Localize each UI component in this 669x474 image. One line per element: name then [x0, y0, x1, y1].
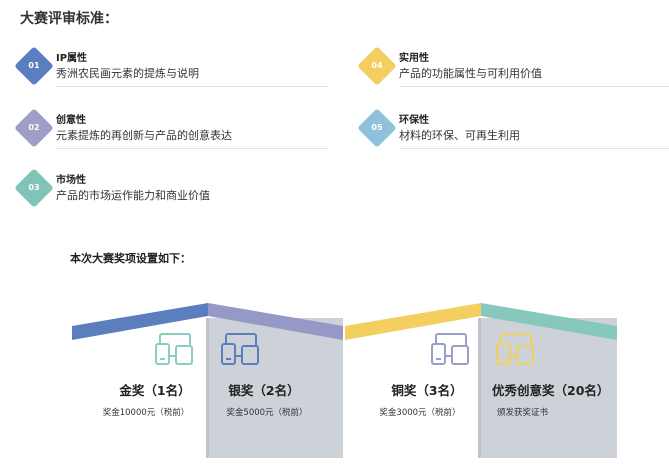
- criterion-title: 实用性: [399, 53, 429, 64]
- criterion-number: 03: [28, 183, 40, 192]
- award-panel-creative: [481, 318, 617, 458]
- award-roof-gold: [72, 303, 208, 340]
- criterion-environment: 05 环保性 材料的环保、可再生利用: [357, 108, 669, 158]
- criterion-description: 产品的市场运作能力和商业价值: [56, 189, 210, 202]
- award-name-gold: 金奖（1名）: [119, 383, 191, 398]
- criterion-market: 03 市场性 产品的市场运作能力和商业价值: [14, 168, 334, 218]
- award-prize-bronze: 奖金3000元（税前）: [379, 408, 461, 418]
- criterion-number: 02: [28, 123, 40, 132]
- divider: [399, 86, 669, 87]
- criterion-number: 04: [371, 61, 383, 70]
- devices-icon: [431, 333, 469, 365]
- award-name-bronze: 铜奖（3名）: [391, 383, 463, 398]
- criterion-description: 材料的环保、可再生利用: [399, 129, 520, 142]
- criterion-number: 01: [28, 61, 40, 70]
- devices-icon: [496, 333, 534, 365]
- divider: [399, 148, 669, 149]
- criterion-description: 元素提炼的再创新与产品的创意表达: [56, 129, 232, 142]
- criterion-description: 产品的功能属性与可利用价值: [399, 67, 542, 80]
- award-roof-silver: [208, 303, 343, 340]
- awards-heading: 本次大赛奖项设置如下：: [70, 252, 191, 265]
- criterion-title: 市场性: [56, 175, 86, 186]
- page-title: 大赛评审标准：: [20, 11, 118, 27]
- award-name-silver: 银奖（2名）: [228, 383, 300, 398]
- award-panel-bronze: [345, 318, 481, 458]
- panel-divider: [478, 318, 481, 458]
- award-prize-gold: 奖金10000元（税前）: [102, 408, 190, 418]
- devices-icon: [221, 333, 259, 365]
- award-panel-gold: [72, 318, 208, 458]
- criterion-practicality: 04 实用性 产品的功能属性与可利用价值: [357, 46, 669, 96]
- criterion-title: 环保性: [399, 115, 429, 126]
- award-prize-silver: 奖金5000元（税前）: [226, 408, 308, 418]
- divider: [56, 148, 328, 149]
- award-roof-bronze: [345, 303, 481, 340]
- criterion-ip: 01 IP属性 秀洲农民画元素的提炼与说明: [14, 46, 334, 96]
- panel-divider: [206, 318, 209, 458]
- criterion-number: 05: [371, 123, 383, 132]
- award-roof-creative: [481, 303, 617, 340]
- criterion-title: 创意性: [56, 115, 86, 126]
- devices-icon: [155, 333, 193, 365]
- award-name-creative: 优秀创意奖（20名）: [492, 383, 610, 398]
- criterion-creativity: 02 创意性 元素提炼的再创新与产品的创意表达: [14, 108, 334, 158]
- award-panel-silver: [208, 318, 343, 458]
- award-prize-creative: 颁发获奖证书: [497, 408, 549, 418]
- criterion-title: IP属性: [56, 53, 88, 64]
- divider: [56, 86, 328, 87]
- criterion-description: 秀洲农民画元素的提炼与说明: [56, 67, 199, 80]
